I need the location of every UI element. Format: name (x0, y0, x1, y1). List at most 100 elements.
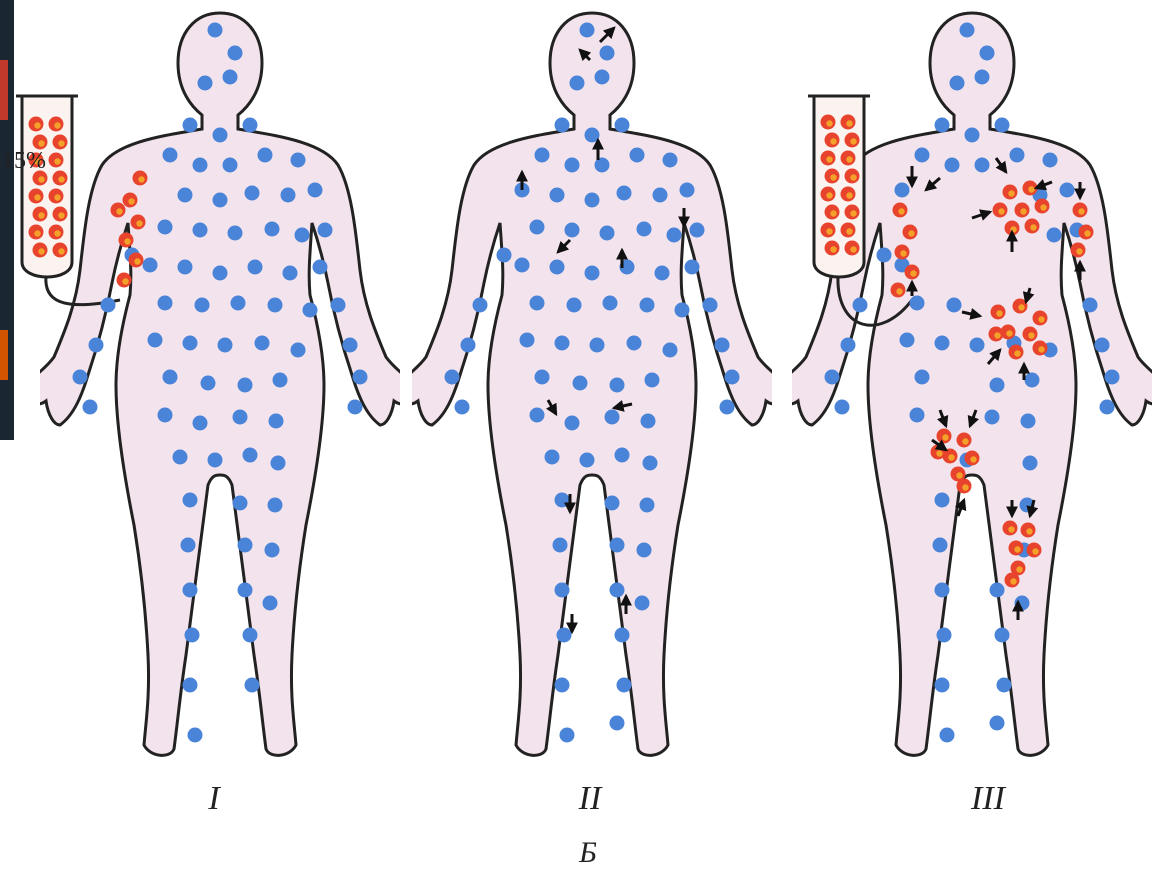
blue-cell (615, 118, 630, 133)
blue-cell (183, 678, 198, 693)
blue-cell (663, 153, 678, 168)
red-cell-core (38, 248, 44, 254)
red-cell-core (38, 140, 44, 146)
blue-cell (163, 370, 178, 385)
blue-cell (1105, 370, 1120, 385)
blue-cell (213, 266, 228, 281)
blue-cell (825, 370, 840, 385)
blue-cell (1043, 153, 1058, 168)
blue-cell (637, 543, 652, 558)
blue-cell (655, 266, 670, 281)
blue-cell (715, 338, 730, 353)
blue-cell (231, 296, 246, 311)
blue-cell (1083, 298, 1098, 313)
red-cell-core (896, 288, 902, 294)
blue-cell (269, 414, 284, 429)
blue-cell (238, 538, 253, 553)
blue-cell (173, 450, 188, 465)
blue-cell (555, 336, 570, 351)
red-cell-core (1006, 330, 1012, 336)
blue-cell (188, 728, 203, 743)
red-cell-core (962, 484, 968, 490)
blue-cell (1023, 456, 1038, 471)
blue-cell (213, 128, 228, 143)
blue-cell (331, 298, 346, 313)
red-cell-core (994, 332, 1000, 338)
blue-cell (461, 338, 476, 353)
blue-cell (970, 338, 985, 353)
red-cell-core (908, 230, 914, 236)
blue-cell (690, 223, 705, 238)
red-cell-core (830, 174, 836, 180)
blue-cell (545, 450, 560, 465)
blue-cell (243, 448, 258, 463)
blue-cell (143, 258, 158, 273)
blue-cell (580, 23, 595, 38)
figure-caption: Б (579, 836, 597, 870)
blue-cell (910, 296, 925, 311)
blue-cell (233, 496, 248, 511)
blue-cell (263, 596, 278, 611)
red-cell-core (1038, 316, 1044, 322)
blue-cell (183, 336, 198, 351)
blue-cell (895, 183, 910, 198)
blue-cell (640, 298, 655, 313)
blue-cell (615, 448, 630, 463)
blue-cell (570, 76, 585, 91)
blue-cell (223, 70, 238, 85)
blue-cell (1025, 373, 1040, 388)
blue-cell (158, 296, 173, 311)
red-cell-core (850, 138, 856, 144)
blue-cell (295, 228, 310, 243)
blue-cell (555, 583, 570, 598)
blue-cell (268, 498, 283, 513)
blue-cell (218, 338, 233, 353)
red-cell-core (956, 472, 962, 478)
blue-cell (975, 70, 990, 85)
red-cell-core (1010, 578, 1016, 584)
red-cell-core (826, 192, 832, 198)
blue-cell (573, 376, 588, 391)
red-cell-core (1008, 190, 1014, 196)
red-cell-core (846, 156, 852, 162)
blue-cell (610, 538, 625, 553)
blue-cell (640, 498, 655, 513)
red-cell-core (58, 248, 64, 254)
blue-cell (1095, 338, 1110, 353)
blue-cell (248, 260, 263, 275)
blue-cell (223, 158, 238, 173)
side-strip (0, 0, 14, 440)
blue-cell (900, 333, 915, 348)
red-cell-core (54, 230, 60, 236)
red-cell-core (34, 122, 40, 128)
blue-cell (940, 728, 955, 743)
blue-cell (600, 46, 615, 61)
blue-cell (291, 153, 306, 168)
blue-cell (553, 538, 568, 553)
blue-cell (283, 266, 298, 281)
human-figure-1 (26, 13, 414, 755)
red-cell-core (138, 176, 144, 182)
red-cell-core (1016, 566, 1022, 572)
blue-cell (243, 118, 258, 133)
blue-cell (675, 303, 690, 318)
blue-cell (313, 260, 328, 275)
blue-cell (853, 298, 868, 313)
blue-cell (178, 188, 193, 203)
blue-cell (193, 158, 208, 173)
blue-cell (233, 410, 248, 425)
blue-cell (641, 414, 656, 429)
blue-cell (1010, 148, 1025, 163)
blue-cell (560, 728, 575, 743)
blue-cell (615, 628, 630, 643)
blue-cell (1100, 400, 1115, 415)
red-cell-core (54, 122, 60, 128)
blue-cell (268, 298, 283, 313)
red-cell-core (1084, 230, 1090, 236)
blue-cell (935, 583, 950, 598)
blue-cell (617, 186, 632, 201)
red-cell-core (850, 174, 856, 180)
red-cell-core (122, 278, 128, 284)
